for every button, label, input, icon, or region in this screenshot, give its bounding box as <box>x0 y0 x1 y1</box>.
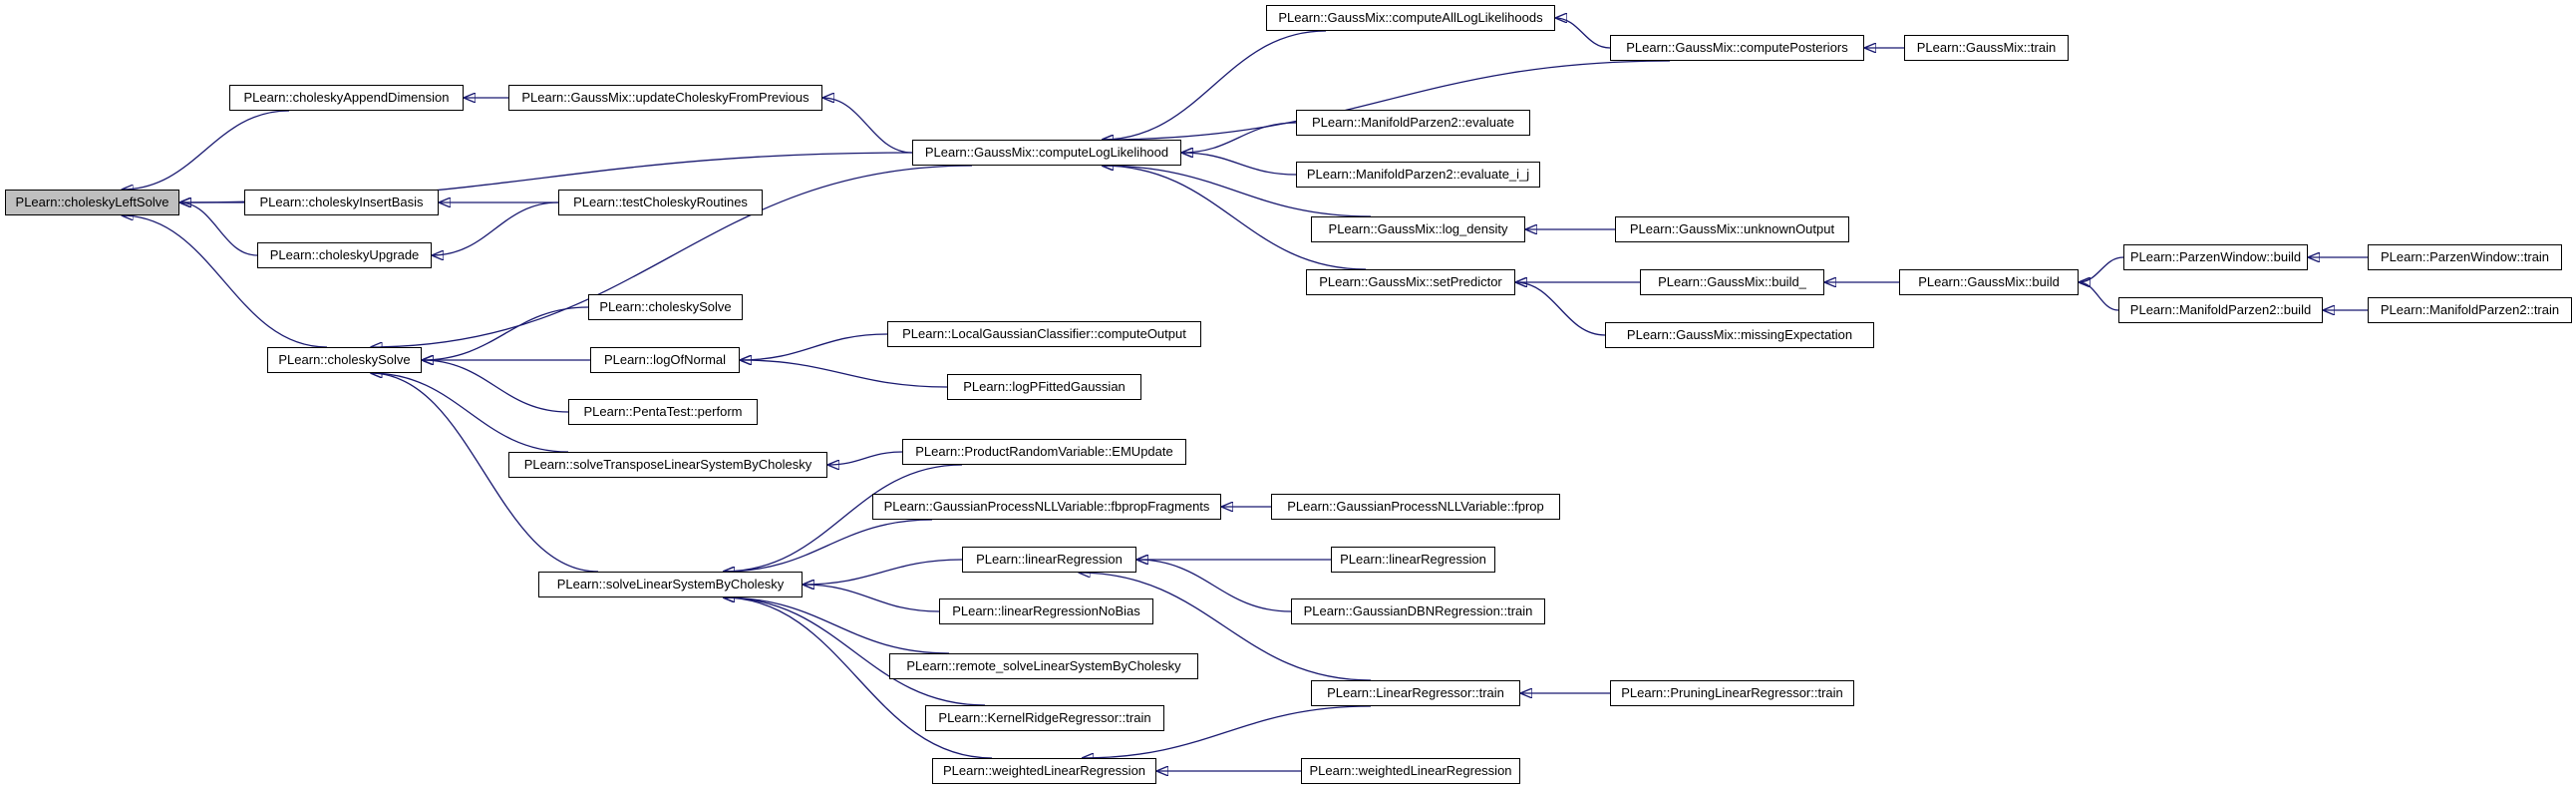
graph-node[interactable]: PLearn::ManifoldParzen2::build <box>2118 297 2323 323</box>
graph-node[interactable]: PLearn::choleskySolve <box>267 347 422 373</box>
graph-node[interactable]: PLearn::ManifoldParzen2::train <box>2368 297 2572 323</box>
call-edge <box>1181 122 1297 153</box>
graph-node[interactable]: PLearn::GaussMix::build_ <box>1640 269 1824 295</box>
graph-node[interactable]: PLearn::weightedLinearRegression <box>932 758 1156 784</box>
graph-node[interactable]: PLearn::LocalGaussianClassifier::compute… <box>887 321 1201 347</box>
graph-node[interactable]: PLearn::choleskyInsertBasis <box>244 190 439 215</box>
graph-node[interactable]: PLearn::PruningLinearRegressor::train <box>1610 680 1854 706</box>
call-edge <box>723 597 950 654</box>
call-edge <box>822 98 913 154</box>
call-edge <box>1515 282 1606 336</box>
call-edge <box>370 165 973 347</box>
graph-node[interactable]: PLearn::logPFittedGaussian <box>947 374 1141 400</box>
call-edge <box>370 373 569 453</box>
call-edge <box>723 597 986 706</box>
graph-node[interactable]: PLearn::logOfNormal <box>590 347 740 373</box>
call-edge <box>1136 560 1292 612</box>
graph-node[interactable]: PLearn::GaussMix::updateCholeskyFromPrev… <box>508 85 822 111</box>
call-edge <box>2078 256 2124 282</box>
call-edge <box>422 306 589 360</box>
graph-node[interactable]: PLearn::choleskyUpgrade <box>257 242 432 268</box>
graph-node[interactable]: PLearn::solveLinearSystemByCholesky <box>538 572 803 597</box>
graph-node[interactable]: PLearn::GaussianDBNRegression::train <box>1291 598 1545 624</box>
graph-node[interactable]: PLearn::GaussianProcessNLLVariable::fbpr… <box>872 494 1221 520</box>
graph-node[interactable]: PLearn::GaussMix::log_density <box>1311 216 1525 242</box>
graph-node[interactable]: PLearn::LinearRegressor::train <box>1311 680 1520 706</box>
call-edge <box>740 333 888 360</box>
graph-node[interactable]: PLearn::ParzenWindow::train <box>2368 244 2562 270</box>
graph-node[interactable]: PLearn::GaussMix::build <box>1899 269 2079 295</box>
call-edge <box>723 519 933 572</box>
graph-node[interactable]: PLearn::linearRegression <box>1331 547 1495 573</box>
call-edge <box>723 464 963 572</box>
root-node: PLearn::choleskyLeftSolve <box>5 190 179 215</box>
call-edge <box>1554 18 1611 49</box>
graph-node[interactable]: PLearn::GaussMix::computeLogLikelihood <box>912 140 1181 166</box>
call-edge <box>803 559 963 585</box>
graph-node[interactable]: PLearn::ParzenWindow::build <box>2123 244 2308 270</box>
call-edge <box>370 373 599 573</box>
call-edge <box>1102 166 1372 217</box>
graph-node[interactable]: PLearn::GaussianProcessNLLVariable::fpro… <box>1271 494 1560 520</box>
graph-node[interactable]: PLearn::GaussMix::setPredictor <box>1306 269 1515 295</box>
call-edge <box>1079 573 1372 681</box>
call-edge <box>2078 282 2119 311</box>
call-edge <box>122 110 290 190</box>
graph-node[interactable]: PLearn::weightedLinearRegression <box>1301 758 1520 784</box>
graph-node[interactable]: PLearn::GaussMix::computeAllLogLikelihoo… <box>1266 5 1555 31</box>
graph-node[interactable]: PLearn::GaussMix::train <box>1904 35 2069 61</box>
graph-node[interactable]: PLearn::remote_solveLinearSystemByCholes… <box>889 653 1198 679</box>
graph-node[interactable]: PLearn::choleskyAppendDimension <box>229 85 464 111</box>
call-edge <box>1082 705 1372 758</box>
graph-node[interactable]: PLearn::ProductRandomVariable::EMUpdate <box>902 439 1186 465</box>
graph-node[interactable]: PLearn::GaussMix::unknownOutput <box>1615 216 1849 242</box>
graph-node[interactable]: PLearn::testCholeskyRoutines <box>558 190 763 215</box>
graph-node[interactable]: PLearn::PentaTest::perform <box>568 399 758 425</box>
graph-node[interactable]: PLearn::linearRegressionNoBias <box>939 598 1153 624</box>
call-edge <box>827 451 903 465</box>
call-edge <box>1102 166 1367 270</box>
graph-node[interactable]: PLearn::choleskySolve <box>588 294 743 320</box>
graph-node[interactable]: PLearn::ManifoldParzen2::evaluate_i_j <box>1296 162 1540 188</box>
graph-node[interactable]: PLearn::solveTransposeLinearSystemByChol… <box>508 452 827 478</box>
graph-node[interactable]: PLearn::KernelRidgeRegressor::train <box>925 705 1164 731</box>
call-edge <box>740 360 948 388</box>
graph-node[interactable]: PLearn::GaussMix::computePosteriors <box>1610 35 1864 61</box>
call-edge <box>1102 60 1671 140</box>
call-edge <box>422 360 569 413</box>
graph-node[interactable]: PLearn::linearRegression <box>962 547 1136 573</box>
call-edge <box>179 202 258 256</box>
graph-node[interactable]: PLearn::GaussMix::missingExpectation <box>1605 322 1874 348</box>
call-edge <box>432 201 559 255</box>
call-edge <box>723 597 993 759</box>
call-edge <box>1102 30 1327 140</box>
call-edge <box>122 215 328 348</box>
graph-node[interactable]: PLearn::ManifoldParzen2::evaluate <box>1296 110 1530 136</box>
call-edge <box>1181 153 1297 176</box>
call-edge <box>803 585 940 612</box>
